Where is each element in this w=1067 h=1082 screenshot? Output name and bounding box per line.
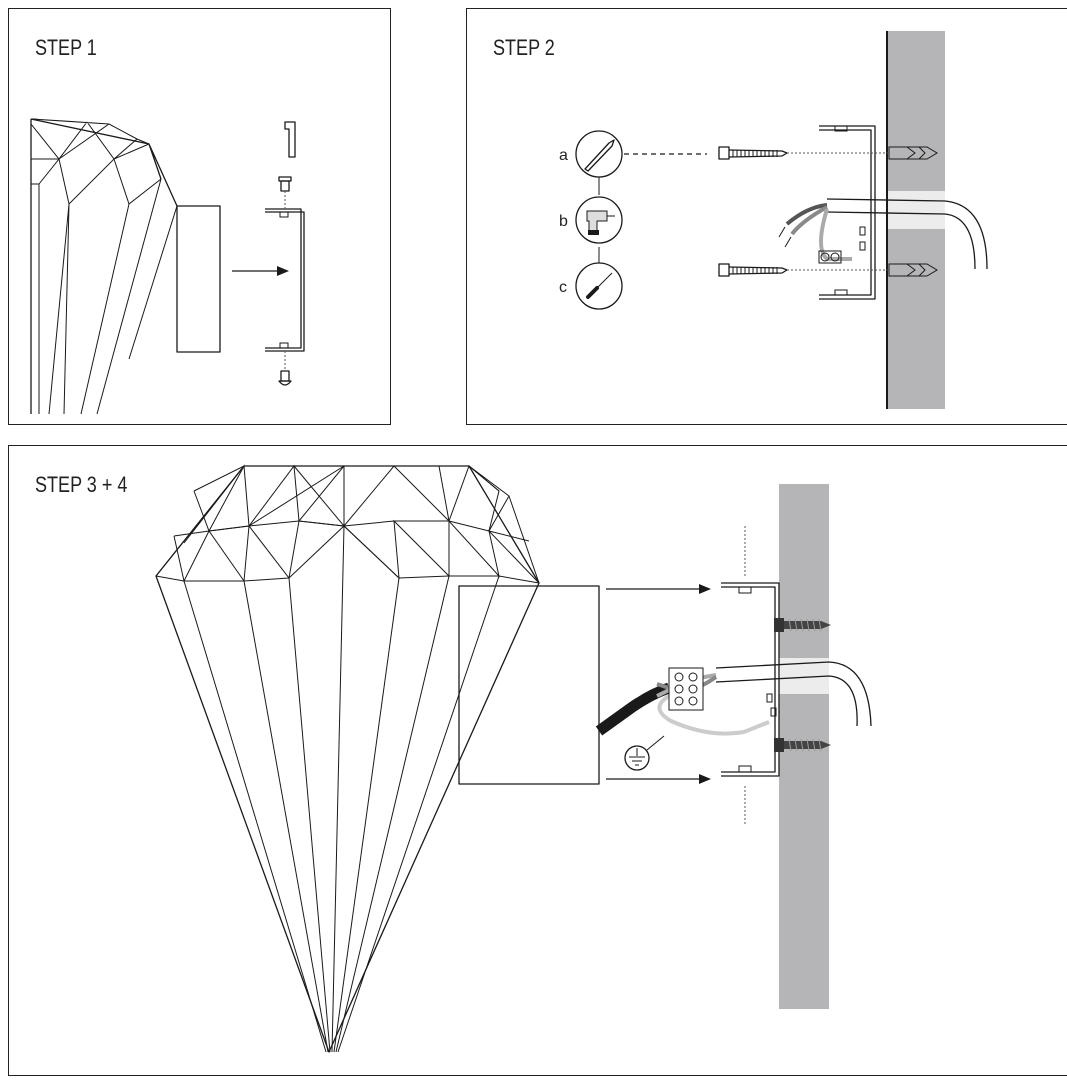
wall-cable-hole — [887, 191, 945, 229]
step-3-4-title: STEP 3 + 4 — [35, 472, 128, 497]
tool-a-pencil-icon: a — [559, 130, 623, 178]
step-3-4-illustration — [155, 464, 872, 1053]
step-3-4-panel: STEP 3 + 4 — [8, 445, 1067, 1076]
earth-ground-icon — [624, 735, 665, 771]
lamp-cable — [595, 682, 671, 736]
wall-screw-bottom — [774, 738, 831, 752]
lamp-shade-partial — [30, 118, 178, 415]
earth-wire — [657, 694, 770, 736]
wall-screw-top — [774, 618, 831, 632]
hex-key-icon — [284, 121, 296, 158]
mains-cable — [778, 198, 988, 270]
wood-screw-top — [718, 146, 889, 160]
screw-bottom-icon — [278, 351, 292, 386]
lamp-shade — [155, 464, 540, 1053]
step-1-title: STEP 1 — [35, 35, 97, 60]
mounting-bracket — [265, 208, 305, 352]
terminal-block — [668, 667, 704, 711]
step-2-illustration: a b c — [559, 31, 988, 409]
screw-top-icon — [278, 176, 292, 209]
tool-b-label: b — [559, 213, 568, 230]
tool-c-label: c — [559, 279, 567, 296]
tool-a-label: a — [559, 147, 568, 164]
canopy-box — [176, 205, 221, 353]
arrow-top — [606, 584, 711, 594]
wall-plug-top — [888, 146, 938, 160]
step-2-title: STEP 2 — [493, 35, 555, 60]
canopy-box — [458, 585, 600, 785]
tool-c-screwdriver-icon: c — [559, 262, 623, 310]
step-1-panel: STEP 1 — [8, 8, 391, 425]
wall-plug-bottom — [888, 263, 938, 277]
step-1-illustration — [30, 118, 305, 415]
wood-screw-bottom — [718, 263, 889, 277]
arrow-bottom — [606, 774, 711, 784]
arrow-right — [232, 266, 289, 276]
terminal-block — [818, 250, 842, 264]
step-2-panel: STEP 2 — [466, 8, 1067, 425]
tool-b-drill-icon: b — [559, 196, 623, 244]
